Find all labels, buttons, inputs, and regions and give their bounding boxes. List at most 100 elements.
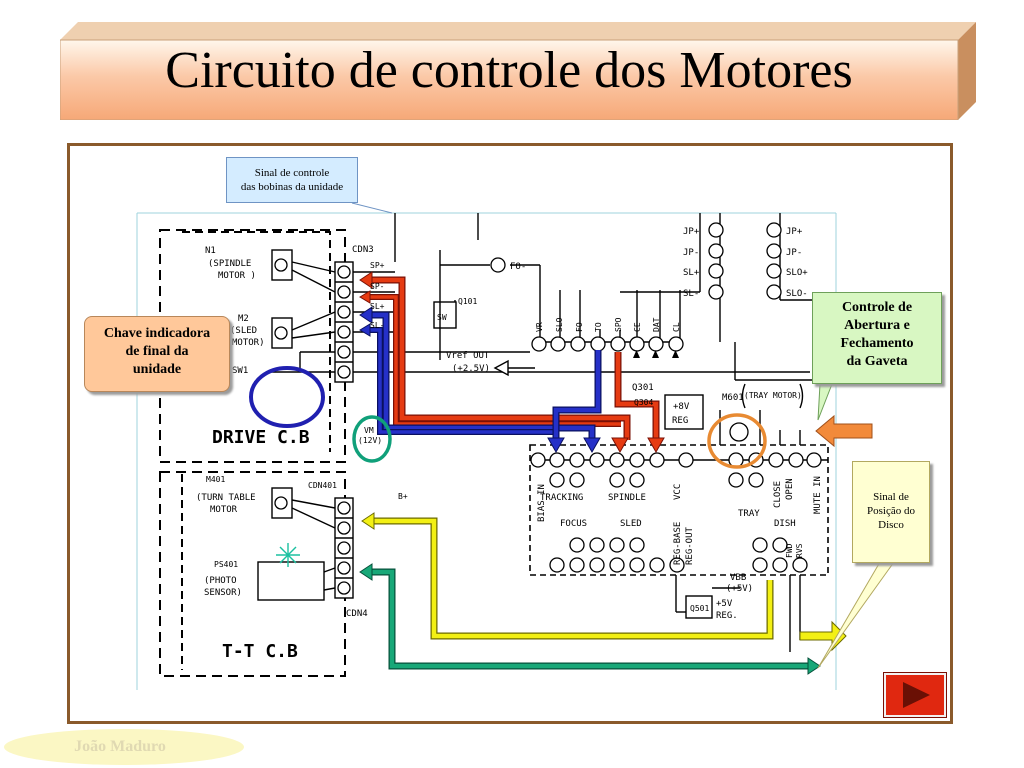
callout-chave-final: Chave indicadora de final da unidade [84,316,230,392]
callout-gaveta-pointer [817,383,833,421]
jp-plus-right-label: JP+ [786,227,803,237]
tray-label: TRAY [738,509,760,519]
callout-gaveta-line-1: Controle de [841,300,913,315]
sl-minus-cdn-label: SL- [370,321,384,330]
top-cl-label: CL [672,322,681,332]
callout-sinal-bobinas-line-1: Sinal de controle [254,167,330,179]
m401-label: M401 [206,475,225,484]
callout-gaveta-line-4: da Gaveta [846,354,908,369]
callout-sinal-bobinas: Sinal de controle das bobinas da unidade [226,157,358,203]
q101-label: Q101 [458,297,477,306]
slo-plus-label: SLO+ [786,268,808,278]
vref-label-2: (+2.5V) [452,364,490,374]
tray-motor-label: (TRAY MOTOR) [744,391,802,400]
q501-label: Q501 [690,604,709,613]
play-triangle-icon [903,682,930,708]
top-vr-label: VR [535,322,544,332]
sp-minus-label: SP- [370,282,384,291]
arrow-yellow-outline [370,517,774,640]
jp-minus-left-label: JP- [683,248,699,258]
vref-label-1: Vref OUT [446,351,490,361]
title-banner: Circuito de controle dos Motores [60,22,976,120]
sl-plus-left-label: SL+ [683,268,700,278]
fo-label: FO- [510,262,526,272]
callout-chave-line-2: de final da [125,344,189,359]
vcc-label: VCC [673,484,683,500]
callout-gaveta-line-3: Fechamento [840,336,914,351]
dish-label: DISH [774,519,796,529]
top-ce-label: CE [633,322,642,332]
tray-highlight-circle [707,413,767,469]
tracking-label: TRACKING [540,493,583,503]
m601-label: M601 [722,393,744,403]
q301-label: Q301 [632,383,654,393]
author-oval [4,729,244,765]
reg5-label-1: +5V [716,599,733,609]
photo-sensor-burst [276,543,300,567]
photo-sensor-label-2: SENSOR) [204,588,242,598]
callout-posicao-line-3: Disco [878,519,904,531]
top-slo-label: SLO [555,317,564,332]
top-to-label: TO [594,322,603,332]
mute-in-label: MUTE IN [813,476,823,514]
m2-label: M2 [238,314,249,324]
arrow-orange-external [815,414,873,448]
vbb-label-1: VBB [730,573,746,583]
open-label: OPEN [785,478,795,500]
sl-minus-left-label: SL- [683,289,699,299]
reg-label-2: REG [672,416,688,426]
cdn401-label: CDN401 [308,481,337,490]
sl-plus-cdn-label: SL+ [370,302,385,311]
top-spo-label: SPO [614,317,623,332]
vm-label: VM [364,426,374,435]
callout-chave-line-3: unidade [132,362,182,377]
drive-cb-label: DRIVE C.B [212,427,310,448]
arrow-yellow [370,518,773,639]
callout-posicao-pointer [817,561,895,669]
spindle-motor-label-1: (SPINDLE [208,259,251,269]
tt-motor-label-1: (TURN TABLE [196,493,256,503]
reg-base-label: REG-BASE [673,522,683,565]
sled-motor-label-1: (SLED [230,326,257,336]
author-name: João Maduro [74,738,166,755]
callout-posicao-line-2: Posição do [867,505,915,517]
b-plus-label: B+ [398,492,408,501]
rvs-label: RVS [795,543,804,558]
sw1-label: SW1 [232,366,248,376]
banner-bevel [60,22,976,120]
callout-chave-line-1: Chave indicadora [103,326,211,341]
callout-posicao-disco: Sinal de Posição do Disco [852,461,930,563]
photo-sensor-label-1: (PHOTO [204,576,237,586]
arrow-teal [368,569,812,669]
reg5-label-2: REG. [716,611,738,621]
sp-plus-label: SP+ [370,261,385,270]
next-slide-button[interactable] [883,672,947,718]
arrow-red-3 [615,352,659,440]
top-fo-label: FO [575,322,584,332]
sled-label: SLED [620,519,642,529]
focus-label: FOCUS [560,519,587,529]
close-label: CLOSE [773,481,783,508]
fwd-label: FWD [785,543,794,558]
ps401-label: PS401 [214,560,238,569]
sw-box-label: SW [437,313,447,322]
callout-posicao-line-1: Sinal de [873,491,909,503]
slo-minus-label: SLO- [786,289,808,299]
reg-label-1: +8V [673,402,690,412]
arrow-red [366,277,630,440]
switch-highlight-circle [249,366,325,428]
vm-voltage-label: (12V) [358,436,382,445]
vbb-label-2: (+5V) [726,584,753,594]
sled-motor-label-2: MOTOR) [232,338,265,348]
jp-minus-right-label: JP- [786,248,802,258]
reg-out-label: REG-OUT [685,526,695,565]
spindle-label: SPINDLE [608,493,646,503]
slide-title: Circuito de controle dos Motores [165,42,853,99]
arrow-red-2 [366,295,621,426]
cdn3-label: CDN3 [352,245,374,255]
callout-sinal-bobinas-line-2: das bobinas da unidade [240,181,344,193]
q304-label: Q304 [634,398,653,407]
vm-highlight-circle [352,415,392,463]
jp-plus-left-label: JP+ [683,227,700,237]
